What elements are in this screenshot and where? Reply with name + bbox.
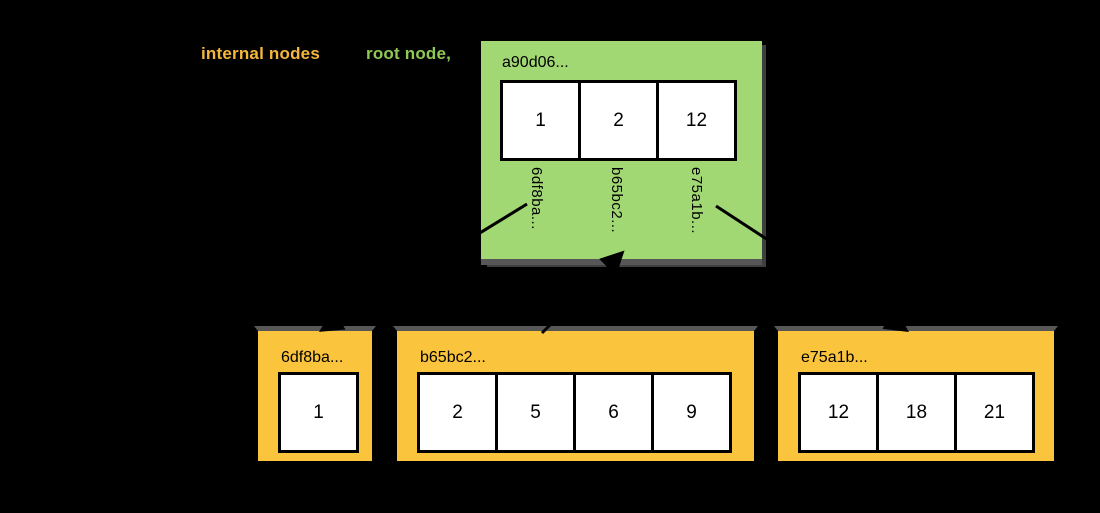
leaf-key-cells: 2 5 6 9	[417, 372, 732, 453]
legend-root-node: root node,	[366, 44, 452, 63]
leaf-key-cells: 12 18 21	[798, 372, 1035, 453]
root-key-cells: 1 2 12	[500, 80, 737, 161]
key-cell: 18	[876, 372, 957, 453]
key-cell: 2	[417, 372, 498, 453]
key-cell: 12	[656, 80, 737, 161]
edge-hash-label: b65bc2...	[608, 167, 625, 234]
key-cell: 1	[500, 80, 581, 161]
key-cell: 1	[278, 372, 359, 453]
key-cell: 12	[798, 372, 879, 453]
leaf-node: e75a1b... 12 18 21	[774, 326, 1058, 465]
key-cell: 9	[651, 372, 732, 453]
key-cell: 6	[573, 372, 654, 453]
key-cell: 21	[954, 372, 1035, 453]
leaf-node: 6df8ba... 1	[254, 326, 376, 465]
leaf-hash-label: b65bc2...	[420, 349, 486, 366]
leaf-key-cells: 1	[278, 372, 359, 453]
edge-hash-label: 6df8ba...	[528, 167, 545, 230]
leaf-hash-label: e75a1b...	[801, 349, 868, 366]
legend-internal-nodes: internal nodes	[201, 44, 320, 63]
leaf-node: b65bc2... 2 5 6 9	[393, 326, 758, 465]
leaf-hash-label: 6df8ba...	[281, 349, 344, 366]
edge-hash-label: e75a1b...	[688, 167, 705, 235]
root-hash-label: a90d06...	[502, 54, 569, 71]
key-cell: 2	[578, 80, 659, 161]
root-node: a90d06... 1 2 12 6df8ba... b65bc2... e75…	[481, 41, 762, 265]
edge-leaf2-to-root	[540, 250, 625, 335]
key-cell: 5	[495, 372, 576, 453]
